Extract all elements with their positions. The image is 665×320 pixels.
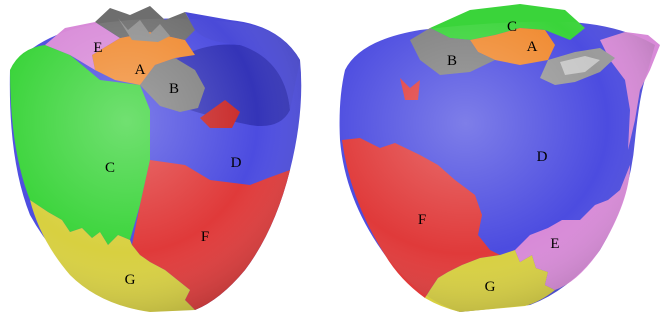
right-shading bbox=[340, 22, 655, 312]
left-label-e: E bbox=[93, 40, 102, 56]
left-label-f: F bbox=[201, 229, 209, 245]
right-label-f: F bbox=[418, 212, 426, 228]
left-label-c: C bbox=[105, 160, 115, 176]
right-label-d: D bbox=[537, 149, 548, 165]
left-label-b: B bbox=[169, 81, 179, 97]
right-label-a: A bbox=[527, 39, 538, 55]
right-label-g: G bbox=[485, 279, 496, 295]
right-label-b: B bbox=[447, 53, 457, 69]
left-heart-view: E A B C D F G bbox=[10, 6, 301, 312]
left-label-d: D bbox=[231, 155, 242, 171]
left-label-a: A bbox=[135, 62, 146, 78]
right-label-c: C bbox=[507, 19, 517, 35]
left-label-g: G bbox=[125, 272, 136, 288]
right-heart-view: C A B D F E G bbox=[340, 4, 660, 312]
left-shading bbox=[10, 19, 301, 313]
right-label-e: E bbox=[550, 236, 559, 252]
